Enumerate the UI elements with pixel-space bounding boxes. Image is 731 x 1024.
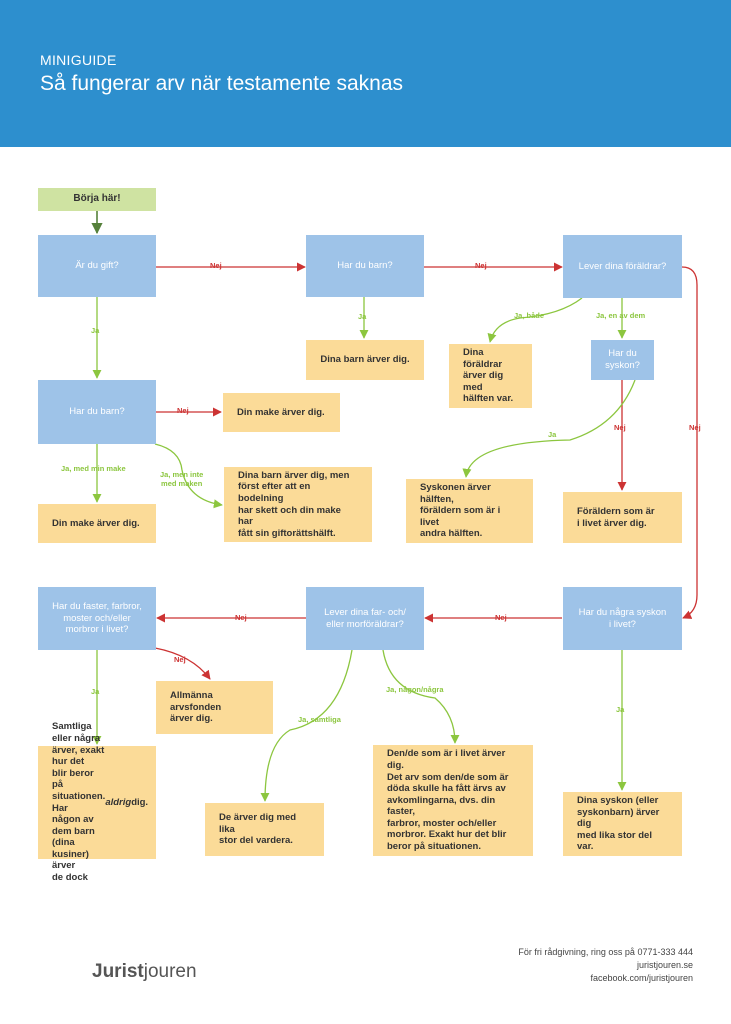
- question-children-1: Har du barn?: [306, 235, 424, 297]
- answer-cousins-never: Samtliga eller några ärver, exakt hur de…: [38, 721, 156, 883]
- edge-label-yes-one: Ja, en av dem: [596, 311, 646, 320]
- edge-label-no: Nej: [235, 613, 247, 622]
- question-children-2: Har du barn?: [38, 380, 156, 444]
- header-banner: MINIGUIDE Så fungerar arv när testamente…: [0, 0, 731, 147]
- edge-parents-yes-both: [487, 297, 583, 343]
- question-grandparents: Lever dina far- och/ eller morföräldrar?: [306, 587, 424, 650]
- edge-label-no: Nej: [177, 406, 189, 415]
- page-title: Så fungerar arv när testamente saknas: [40, 72, 404, 95]
- edge-label-no: Nej: [174, 655, 186, 664]
- answer-grandparents-some: Den/de som är i livet ärver dig. Det arv…: [373, 745, 533, 856]
- edge-parents-no: [681, 266, 698, 619]
- edge-label-no: Nej: [614, 423, 626, 432]
- contact-website: juristjouren.se: [636, 960, 693, 971]
- contact-phone: För fri rådgivning, ring oss på 0771-333…: [518, 947, 693, 957]
- cousins-text-emphasis: aldrig: [105, 796, 132, 808]
- question-aunts-uncles: Har du faster, farbror, moster och/eller…: [38, 587, 156, 650]
- logo-light: jouren: [143, 961, 197, 982]
- answer-inheritance-fund: Allmänna arvsfonden ärver dig.: [156, 681, 273, 734]
- edge-label-yes-with-spouse: Ja, med min make: [61, 464, 126, 473]
- edge-children2-yes-notspouse: [154, 443, 223, 509]
- edge-label-yes: Ja: [358, 312, 367, 321]
- answer-parents-half: Dina föräldrar ärver dig med hälften var…: [449, 344, 532, 408]
- question-parents-alive: Lever dina föräldrar?: [563, 235, 682, 298]
- question-any-siblings: Har du några syskon i livet?: [563, 587, 682, 650]
- cousins-text-prefix: Samtliga eller några ärver, exakt hur de…: [52, 721, 106, 883]
- edge-label-yes: Ja: [91, 326, 100, 335]
- contact-facebook: facebook.com/juristjouren: [590, 973, 693, 984]
- edge-label-yes-some: Ja, någon/några: [386, 685, 444, 694]
- question-siblings-1: Har du syskon?: [591, 340, 654, 380]
- answer-spouse-inherits-2: Din make ärver dig.: [38, 504, 156, 543]
- answer-siblings-equal: Dina syskon (eller syskonbarn) ärver dig…: [563, 792, 682, 856]
- edge-grandparents-yes-some: [382, 649, 460, 744]
- question-married: Är du gift?: [38, 235, 156, 297]
- edge-label-yes-both: Ja, både: [514, 311, 545, 320]
- edge-label-no: Nej: [495, 613, 507, 622]
- start-box: Börja här!: [38, 188, 156, 211]
- edge-label-yes: Ja: [548, 430, 557, 439]
- edge-label-no: Nej: [210, 261, 222, 270]
- cousins-text-suffix: dig.: [131, 796, 149, 808]
- edge-label-no: Nej: [475, 261, 487, 270]
- answer-siblings-half: Syskonen ärver hälften, föräldern som är…: [406, 479, 533, 543]
- answer-grandparents-equal: De ärver dig med lika stor del vardera.: [205, 803, 324, 856]
- edge-label-no: Nej: [689, 423, 701, 432]
- juristjouren-logo: Juristjouren: [92, 961, 197, 983]
- answer-children-inherit: Dina barn ärver dig.: [306, 340, 424, 380]
- logo-bold: Jurist: [92, 961, 144, 982]
- contact-info: För fri rådgivning, ring oss på 0771-333…: [518, 946, 693, 985]
- edge-label-yes: Ja: [616, 705, 625, 714]
- answer-spouse-inherits-1: Din make ärver dig.: [223, 393, 340, 432]
- edge-label-yes-not-with-spouse: Ja, men inte med maken: [160, 470, 204, 488]
- edge-aunts-no: [154, 647, 211, 680]
- edge-siblings1-yes: [462, 379, 636, 478]
- answer-parent-inherits: Föräldern som är i livet ärver dig.: [563, 492, 682, 543]
- answer-children-after-spouse: Dina barn ärver dig, men först efter att…: [224, 467, 372, 542]
- edge-label-yes: Ja: [91, 687, 100, 696]
- edge-label-yes-all: Ja, samtliga: [298, 715, 341, 724]
- edge-grandparents-yes-all: [260, 649, 353, 802]
- guide-kicker: MINIGUIDE: [40, 52, 117, 68]
